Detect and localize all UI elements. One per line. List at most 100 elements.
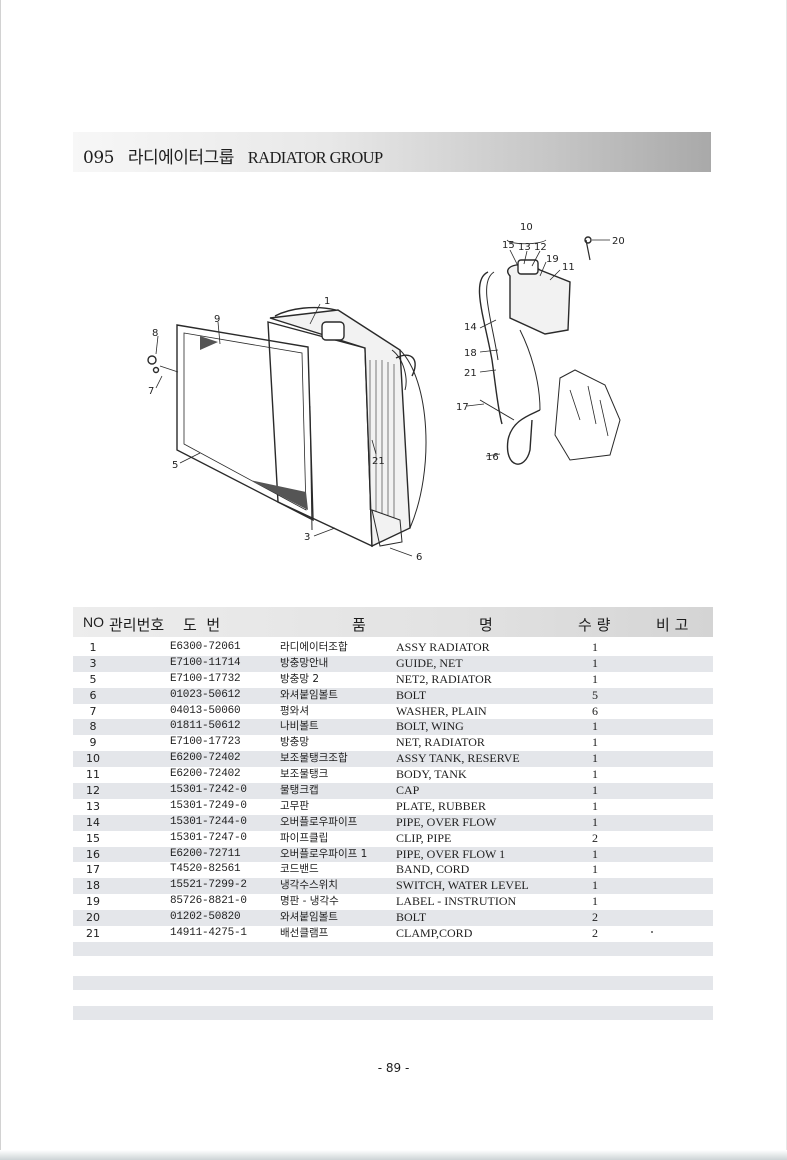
cell-no: 20 [86, 911, 100, 925]
cell-name-english: BOLT, WING [396, 719, 464, 734]
cell-name-english: BOLT [396, 910, 427, 925]
cell-quantity: 1 [592, 655, 598, 670]
section-title-korean: 라디에이터그룹 [127, 148, 234, 168]
empty-row [73, 942, 713, 956]
cell-quantity: 1 [592, 814, 598, 829]
callout-1: 1 [324, 296, 330, 307]
cell-name-english: NET2, RADIATOR [396, 671, 492, 686]
cell-no: 19 [86, 895, 100, 909]
cell-name-english: CAP [396, 783, 420, 798]
callout-7: 7 [148, 386, 154, 397]
cell-name-english: PIPE, OVER FLOW 1 [396, 846, 506, 861]
cell-no: 18 [86, 879, 100, 893]
col-header-no: NO [83, 614, 104, 630]
cell-name-korean: 오버플로우파이프 1 [280, 847, 368, 860]
radiator-exploded-diagram: 1 3 5 6 7 8 9 10 11 12 13 14 15 16 17 18… [147, 222, 625, 563]
cell-quantity: 1 [592, 894, 598, 909]
callout-19: 19 [546, 254, 559, 265]
cell-no: 11 [86, 768, 100, 782]
cell-drawing-no: 15301-7244-0 [170, 815, 247, 828]
cell-drawing-no: 01202-50820 [170, 911, 241, 924]
cell-name-korean: 방충망안내 [280, 656, 329, 669]
cell-name-korean: 보조물탱크조합 [280, 752, 348, 765]
cell-no: 10 [86, 752, 100, 766]
cell-no: 13 [86, 799, 100, 813]
cell-name-english: NET, RADIATOR [396, 735, 485, 750]
cell-quantity: 1 [592, 719, 598, 734]
cell-quantity: 1 [592, 846, 598, 861]
cell-no: 12 [86, 784, 100, 798]
reserve-tank-cap [517, 259, 539, 275]
col-header-drawing-no: 도 번 [183, 616, 221, 634]
cell-name-korean: 냉각수스위치 [280, 879, 338, 892]
cell-drawing-no: E6200-72711 [170, 847, 241, 860]
col-header-quantity: 수 량 [578, 616, 611, 634]
tank-bracket [554, 369, 621, 461]
cell-quantity: 1 [592, 878, 598, 893]
cell-name-korean: 물탱크캡 [280, 784, 319, 797]
cell-drawing-no: 15301-7249-0 [170, 799, 247, 812]
cell-no: 16 [86, 847, 100, 861]
cell-quantity: 2 [592, 926, 598, 941]
cell-drawing-no: 01811-50612 [170, 720, 241, 733]
cell-no: 8 [89, 720, 97, 734]
cell-name-korean: 와셔붙임볼트 [280, 688, 338, 701]
cell-quantity: 1 [592, 671, 598, 686]
cell-name-english: ASSY TANK, RESERVE [396, 751, 520, 766]
cell-name-english: CLAMP,CORD [396, 926, 473, 941]
cell-name-english: PLATE, RUBBER [396, 798, 487, 813]
cell-quantity: 2 [592, 830, 598, 845]
cell-name-english: GUIDE, NET [396, 655, 463, 670]
cell-quantity: 1 [592, 783, 598, 798]
cell-name-korean: 방충망 2 [280, 672, 319, 685]
cell-name-english: CLIP, PIPE [396, 830, 452, 845]
overflow-pipe-1 [506, 409, 541, 465]
cell-name-english: BODY, TANK [396, 767, 467, 782]
callout-12: 12 [534, 242, 547, 253]
cell-name-english: BOLT [396, 687, 427, 702]
cell-name-english: WASHER, PLAIN [396, 703, 487, 718]
scan-dot [651, 931, 653, 933]
cell-drawing-no: E6300-72061 [170, 641, 241, 653]
radiator-guide [267, 321, 373, 548]
cell-drawing-no: 15301-7242-0 [170, 784, 247, 797]
callout-10: 10 [520, 222, 533, 233]
col-header-remarks: 비 고 [656, 616, 689, 634]
col-header-name-part2: 명 [479, 616, 493, 634]
cell-name-korean: 와셔붙임볼트 [280, 911, 338, 924]
page-bottom-edge [0, 1150, 787, 1160]
reserve-tank [507, 263, 571, 335]
col-header-name-part1: 품 [352, 616, 366, 634]
empty-row [73, 976, 713, 990]
cell-name-english: SWITCH, WATER LEVEL [396, 878, 529, 893]
cell-name-korean: 명판 - 냉각수 [280, 895, 339, 908]
cell-drawing-no: E7100-11714 [170, 656, 241, 669]
cell-quantity: 1 [592, 735, 598, 750]
callout-15: 15 [502, 240, 515, 251]
callout-16: 16 [486, 452, 499, 463]
cell-drawing-no: E7100-17732 [170, 672, 241, 685]
cell-no: 17 [86, 863, 100, 877]
callout-13: 13 [518, 242, 531, 253]
cell-drawing-no: 04013-50060 [170, 704, 241, 717]
cell-name-english: BAND, CORD [396, 862, 470, 877]
cell-no: 14 [86, 815, 100, 829]
section-title-band [73, 132, 711, 172]
cell-quantity: 6 [592, 703, 598, 718]
col-header-management-no: 관리번호 [109, 616, 165, 634]
cell-drawing-no: T4520-82561 [170, 863, 241, 876]
cell-drawing-no: E6200-72402 [170, 752, 241, 765]
callout-20: 20 [612, 236, 625, 247]
table-header-band [73, 607, 713, 637]
